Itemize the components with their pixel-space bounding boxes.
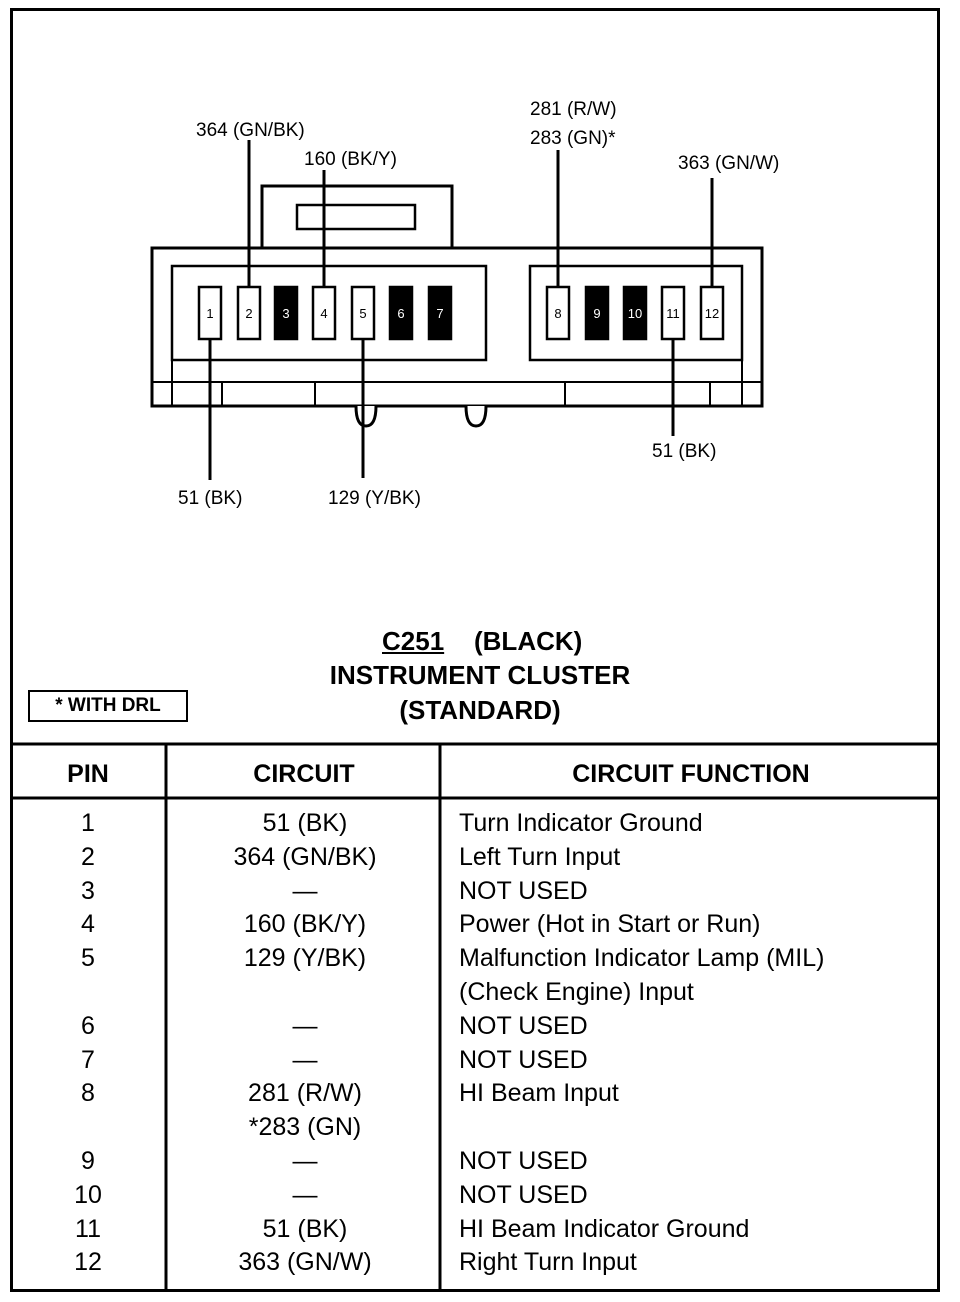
pin-11: 11 bbox=[660, 285, 686, 341]
cell-circuit: 281 (R/W) bbox=[248, 1079, 362, 1107]
pin-3-label: 3 bbox=[282, 306, 289, 321]
cell-pin: 12 bbox=[74, 1248, 102, 1276]
pin-6: 6 bbox=[388, 285, 414, 341]
cell-function: Left Turn Input bbox=[459, 843, 621, 871]
cell-circuit: 129 (Y/BK) bbox=[243, 944, 367, 972]
cell-circuit: 51 (BK) bbox=[262, 1215, 348, 1243]
cell-function: (Check Engine) Input bbox=[459, 978, 694, 1006]
cell-circuit: — bbox=[292, 1181, 318, 1209]
cell-circuit: *283 (GN) bbox=[248, 1113, 362, 1141]
cell-circuit: 363 (GN/W) bbox=[238, 1248, 372, 1276]
header-circuit-function: CIRCUIT FUNCTION bbox=[572, 760, 810, 788]
callout-pin-5: 129 (Y/BK) bbox=[328, 488, 421, 509]
cell-circuit: 160 (BK/Y) bbox=[243, 910, 367, 938]
pin-11-label: 11 bbox=[666, 306, 680, 321]
cell-function: Right Turn Input bbox=[459, 1248, 637, 1276]
pin-12: 12 bbox=[699, 285, 725, 341]
connector-key-right bbox=[464, 405, 488, 428]
pin-8-label: 8 bbox=[554, 306, 561, 321]
pin-6-label: 6 bbox=[397, 306, 404, 321]
pin-12-label: 12 bbox=[705, 306, 719, 321]
pin-2-label: 2 bbox=[245, 306, 252, 321]
callout-pin-8-b: 283 (GN)* bbox=[530, 128, 616, 149]
connector-key-left bbox=[354, 405, 378, 428]
callout-pin-2: 364 (GN/BK) bbox=[196, 120, 305, 141]
callout-pin-8-a: 281 (R/W) bbox=[530, 99, 617, 120]
cell-pin: 6 bbox=[81, 1012, 95, 1040]
pin-8: 8 bbox=[545, 285, 571, 341]
cell-circuit: — bbox=[292, 877, 318, 905]
cell-circuit: — bbox=[292, 1046, 318, 1074]
left-cavity bbox=[170, 264, 488, 362]
pin-9-label: 9 bbox=[593, 306, 600, 321]
callout-pin-12: 363 (GN/W) bbox=[678, 153, 780, 174]
cell-circuit: — bbox=[292, 1147, 318, 1175]
cell-pin: 4 bbox=[81, 910, 95, 938]
cell-function: Power (Hot in Start or Run) bbox=[459, 910, 761, 938]
connector-id: C251 bbox=[382, 626, 445, 656]
connector-variant: (STANDARD) bbox=[399, 695, 561, 725]
pin-9: 9 bbox=[584, 285, 610, 341]
callout-pin-4: 160 (BK/Y) bbox=[304, 149, 397, 170]
cell-circuit: 51 (BK) bbox=[262, 809, 348, 837]
pin-5-label: 5 bbox=[359, 306, 366, 321]
cell-pin: 7 bbox=[81, 1046, 95, 1074]
connector-latch-slot bbox=[295, 203, 417, 231]
cell-pin: 5 bbox=[81, 944, 95, 972]
cell-function: NOT USED bbox=[459, 1046, 588, 1074]
cell-function: NOT USED bbox=[459, 1012, 588, 1040]
pin-10: 10 bbox=[622, 285, 648, 341]
cell-function: Turn Indicator Ground bbox=[459, 809, 703, 837]
pin-3: 3 bbox=[273, 285, 299, 341]
connector-diagram: 1 2 3 4 5 6 7 8 9 10 11 12 bbox=[150, 140, 764, 480]
callout-pin-1: 51 (BK) bbox=[178, 488, 243, 509]
cell-pin: 1 bbox=[81, 809, 95, 837]
leader-lines bbox=[208, 140, 714, 480]
callout-pin-11: 51 (BK) bbox=[652, 441, 717, 462]
cell-function: NOT USED bbox=[459, 877, 588, 905]
header-pin: PIN bbox=[67, 760, 109, 788]
cell-function: HI Beam Input bbox=[459, 1079, 619, 1107]
connector-body bbox=[150, 246, 764, 408]
connector-color: (BLACK) bbox=[474, 626, 583, 656]
pin-1-label: 1 bbox=[206, 306, 213, 321]
drl-note: * WITH DRL bbox=[28, 690, 188, 722]
cell-pin: 11 bbox=[75, 1215, 101, 1243]
cell-pin: 8 bbox=[81, 1079, 95, 1107]
cell-pin: 10 bbox=[74, 1181, 102, 1209]
cell-pin: 2 bbox=[81, 843, 95, 871]
diagram-frame bbox=[10, 8, 940, 1292]
connector-title-line: C251 (BLACK) bbox=[0, 628, 960, 658]
cell-pin: 9 bbox=[81, 1147, 95, 1175]
cell-circuit: 364 (GN/BK) bbox=[233, 843, 377, 871]
cell-function: HI Beam Indicator Ground bbox=[459, 1215, 750, 1243]
pin-4-label: 4 bbox=[320, 306, 327, 321]
cell-function: NOT USED bbox=[459, 1181, 588, 1209]
pin-7-label: 7 bbox=[436, 306, 443, 321]
cell-circuit: — bbox=[292, 1012, 318, 1040]
pin-7: 7 bbox=[427, 285, 453, 341]
right-cavity bbox=[528, 264, 744, 362]
header-circuit: CIRCUIT bbox=[253, 760, 355, 788]
pin-10-label: 10 bbox=[628, 306, 642, 321]
connector-name: INSTRUMENT CLUSTER bbox=[329, 660, 631, 690]
cell-pin: 3 bbox=[81, 877, 95, 905]
cell-function: Malfunction Indicator Lamp (MIL) bbox=[459, 944, 825, 972]
cell-function: NOT USED bbox=[459, 1147, 588, 1175]
